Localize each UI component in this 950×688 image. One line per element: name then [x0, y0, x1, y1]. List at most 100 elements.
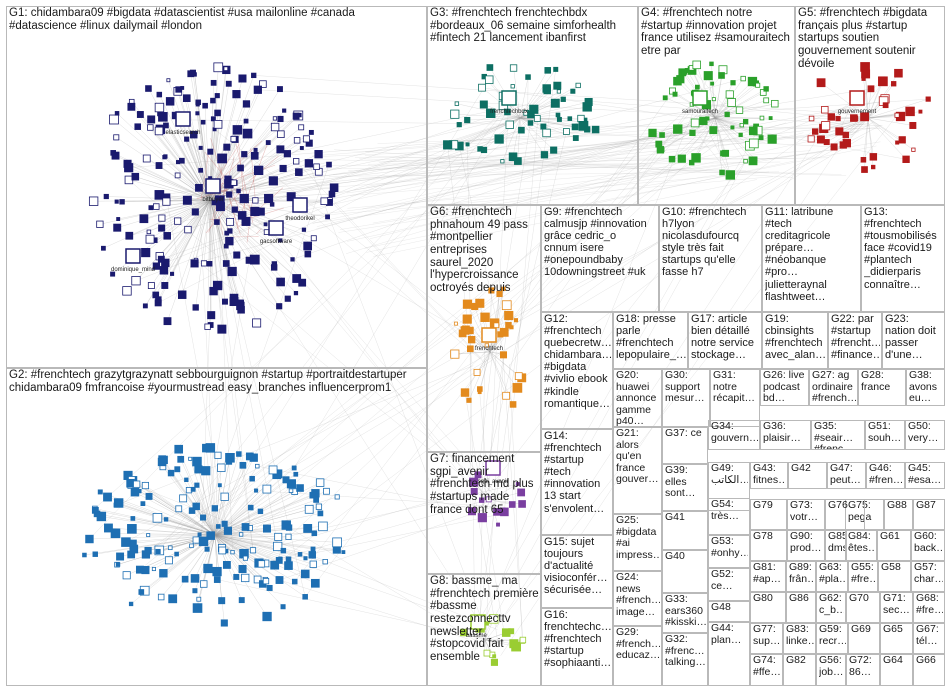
- edge: [196, 188, 229, 200]
- edge: [157, 101, 512, 552]
- node-g2: [103, 492, 112, 502]
- node-g2: [217, 483, 222, 488]
- node-g2: [238, 564, 247, 574]
- edge: [89, 534, 216, 540]
- node-g1: [113, 223, 122, 232]
- node-g1: [265, 140, 271, 145]
- edge: [196, 485, 216, 536]
- node-g1: [292, 274, 302, 283]
- node-g1: [223, 66, 229, 71]
- node-g2: [97, 489, 103, 495]
- node-g6: [462, 314, 472, 324]
- node-g2: [82, 552, 87, 558]
- edge: [489, 351, 507, 396]
- node-g3: [555, 112, 561, 118]
- node-g2: [310, 578, 320, 588]
- node-g6: [450, 349, 460, 359]
- group-label: G63: #pla…: [819, 562, 846, 585]
- node-g1: [145, 85, 152, 92]
- edge: [206, 448, 216, 536]
- node-g1: [286, 192, 296, 202]
- node-g1: [227, 266, 237, 277]
- node-g1: [165, 97, 175, 106]
- node-g1: [226, 191, 233, 198]
- edge: [192, 489, 216, 536]
- node-g2: [104, 523, 113, 533]
- node-g2: [280, 604, 286, 610]
- group-panel-g31: G31: notre récapit…: [710, 369, 760, 427]
- node-g2: [285, 524, 293, 531]
- edge: [205, 104, 693, 547]
- node-g1: [283, 150, 291, 158]
- node-g2: [286, 479, 296, 489]
- edge: [354, 133, 669, 191]
- node-g1: [320, 197, 329, 206]
- edge: [143, 199, 211, 219]
- node-g4: [763, 97, 770, 104]
- group-panel-g70: G70: [846, 592, 880, 623]
- node-g5: [911, 147, 916, 152]
- edge: [287, 106, 514, 154]
- edge: [108, 527, 216, 536]
- node-g1: [269, 202, 275, 207]
- node-g3: [553, 81, 562, 90]
- named-node: [481, 327, 497, 343]
- group-panel-g69: G69: [848, 623, 880, 654]
- edge: [210, 447, 216, 536]
- group-label: G52: ce…: [711, 569, 734, 592]
- edge: [714, 117, 751, 146]
- edge: [220, 190, 487, 346]
- node-g5: [894, 68, 903, 78]
- edge: [519, 117, 584, 122]
- node-caption: gacsoftware: [260, 239, 293, 245]
- node-g3: [486, 108, 496, 118]
- node-g2: [184, 477, 189, 482]
- edge: [256, 228, 262, 234]
- node-g3: [454, 101, 460, 106]
- edge: [207, 534, 216, 569]
- group-panel-g67: G67: tél…: [913, 623, 945, 654]
- node-g5: [830, 143, 838, 151]
- edge: [517, 117, 521, 162]
- node-g5: [905, 106, 915, 117]
- node-g2: [174, 551, 179, 557]
- group-label: G43: fitnes…: [753, 463, 786, 486]
- node-g3: [529, 104, 539, 114]
- node-g2: [241, 573, 250, 583]
- group-label: G23: nation doit passer d'une…: [885, 313, 936, 362]
- edge: [103, 199, 211, 249]
- node-g1: [250, 151, 259, 160]
- node-g2: [249, 547, 257, 554]
- node-g6: [473, 368, 481, 376]
- node-g2: [218, 597, 226, 605]
- group-panel-g4: G4: #frenchtech notre #startup #innovati…: [638, 6, 795, 205]
- node-g3: [510, 84, 515, 89]
- node-g2: [313, 496, 320, 503]
- node-g4: [727, 98, 736, 107]
- group-label: G30: support mesur…: [665, 370, 705, 405]
- group-panel-g10: G10: #frenchtech h7lyon nicolasdufourcq …: [659, 205, 762, 312]
- edge: [364, 145, 877, 249]
- node-g5: [816, 78, 826, 88]
- group-label: G90: prod…: [790, 531, 822, 554]
- node-g6: [497, 331, 504, 338]
- edge: [489, 351, 518, 389]
- group-label: G35: #seair… #frenc…: [814, 421, 854, 450]
- edge: [476, 161, 746, 650]
- group-panel-g41: G41: [662, 511, 708, 550]
- group-label: G34: gouvern…: [711, 421, 758, 444]
- node-g5: [909, 121, 917, 129]
- group-label: G32: #frenc… talking…: [665, 634, 706, 669]
- node-g1: [251, 72, 257, 79]
- edge: [483, 353, 505, 654]
- group-panel-g48: G48: [708, 601, 750, 622]
- group-panel-g47: G47: peut…: [827, 462, 866, 489]
- edge: [454, 351, 491, 355]
- edge: [214, 513, 321, 536]
- node-g5: [821, 106, 829, 114]
- node-g3: [518, 126, 525, 134]
- group-panel-g44: G44: plan…: [708, 622, 750, 686]
- node-g6: [477, 386, 483, 392]
- node-g1: [259, 80, 267, 88]
- edge: [214, 534, 313, 556]
